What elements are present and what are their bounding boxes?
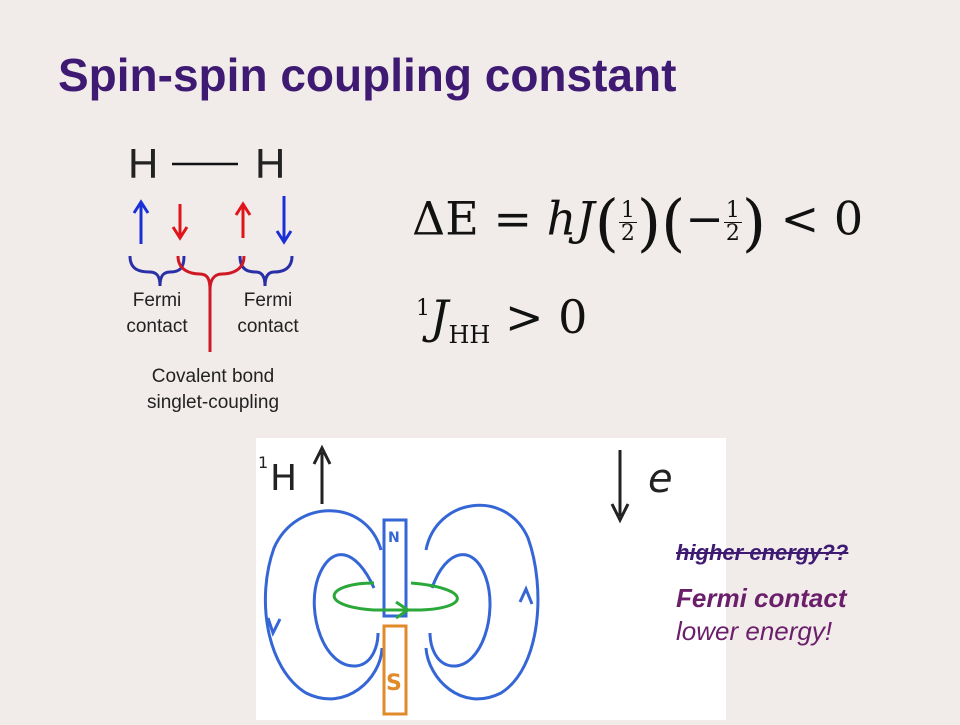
covalent-bond-brace: [176, 255, 246, 352]
spin-arrow-up-blue: [132, 199, 150, 244]
slide-title: Spin-spin coupling constant: [58, 49, 677, 101]
paren-open-2: (: [661, 186, 686, 259]
hydrogen-atom-left: H: [128, 140, 159, 187]
dipole-field-svg: 1 H e N S: [258, 444, 673, 716]
fermi-left-line1: Fermi: [132, 290, 182, 311]
magnet-south: [382, 624, 408, 716]
fermi-right-line1: Fermi: [243, 290, 293, 311]
field-line-left-inner: [312, 553, 380, 668]
fermi-contact-brace-right: [238, 255, 294, 287]
nucleus-label: H: [270, 458, 297, 499]
paren-close-1: ): [636, 186, 662, 259]
electron-label: e: [648, 456, 673, 502]
nuclear-spin-up-arrow: [312, 444, 332, 504]
less-than-zero: < 0: [780, 191, 864, 246]
spin-arrow-down-blue: [275, 196, 293, 245]
covalent-line1: Covalent bond: [151, 366, 275, 387]
paren-open-1: (: [594, 186, 619, 259]
minus-sign: −: [685, 191, 724, 246]
fermi-contact-brace-left: [128, 255, 186, 287]
lower-energy-note: lower energy!: [676, 616, 833, 646]
hj-term: hJ: [546, 191, 595, 246]
field-line-right-outer: [424, 503, 540, 701]
note-block: higher energy?? Fermi contact lower ener…: [676, 538, 848, 648]
field-line-right-inner: [428, 553, 492, 668]
coupling-superscript: 1: [416, 296, 430, 321]
electron-spin-down-arrow: [610, 450, 630, 524]
magnet-south-label: S: [386, 671, 402, 696]
magnet-north: [382, 518, 408, 618]
hydrogen-atom-right: H: [255, 140, 286, 187]
greater-than-zero: > 0: [504, 290, 588, 344]
coupling-equation: 1JHH > 0: [416, 290, 587, 349]
covalent-bond-label: Covalent bond singlet-coupling: [118, 364, 308, 416]
covalent-line2: singlet-coupling: [146, 392, 280, 413]
coupling-subscript: HH: [448, 321, 491, 350]
struck-note: higher energy??: [676, 540, 849, 565]
spin-arrow-up-red: [234, 201, 252, 238]
field-line-left-outer: [263, 509, 384, 701]
fermi-contact-note: Fermi contact: [676, 583, 847, 613]
fermi-contact-label-right: Fermi contact: [223, 288, 313, 340]
fermi-right-line2: contact: [237, 316, 299, 337]
magnet-north-label: N: [388, 530, 400, 546]
equals-sign: =: [493, 191, 532, 246]
nucleus-superscript: 1: [258, 453, 268, 472]
spin-arrow-down-red: [171, 204, 189, 241]
delta-e-symbol: ΔE: [412, 191, 479, 246]
paren-close-2: ): [741, 186, 767, 259]
fermi-contact-label-left: Fermi contact: [112, 288, 202, 340]
coupling-symbol: J: [430, 290, 449, 344]
current-loop: [332, 581, 459, 612]
spin-arrows-diagram: [128, 162, 294, 352]
dipole-field-drawing: 1 H e N S: [256, 438, 726, 720]
fermi-left-line2: contact: [126, 316, 188, 337]
